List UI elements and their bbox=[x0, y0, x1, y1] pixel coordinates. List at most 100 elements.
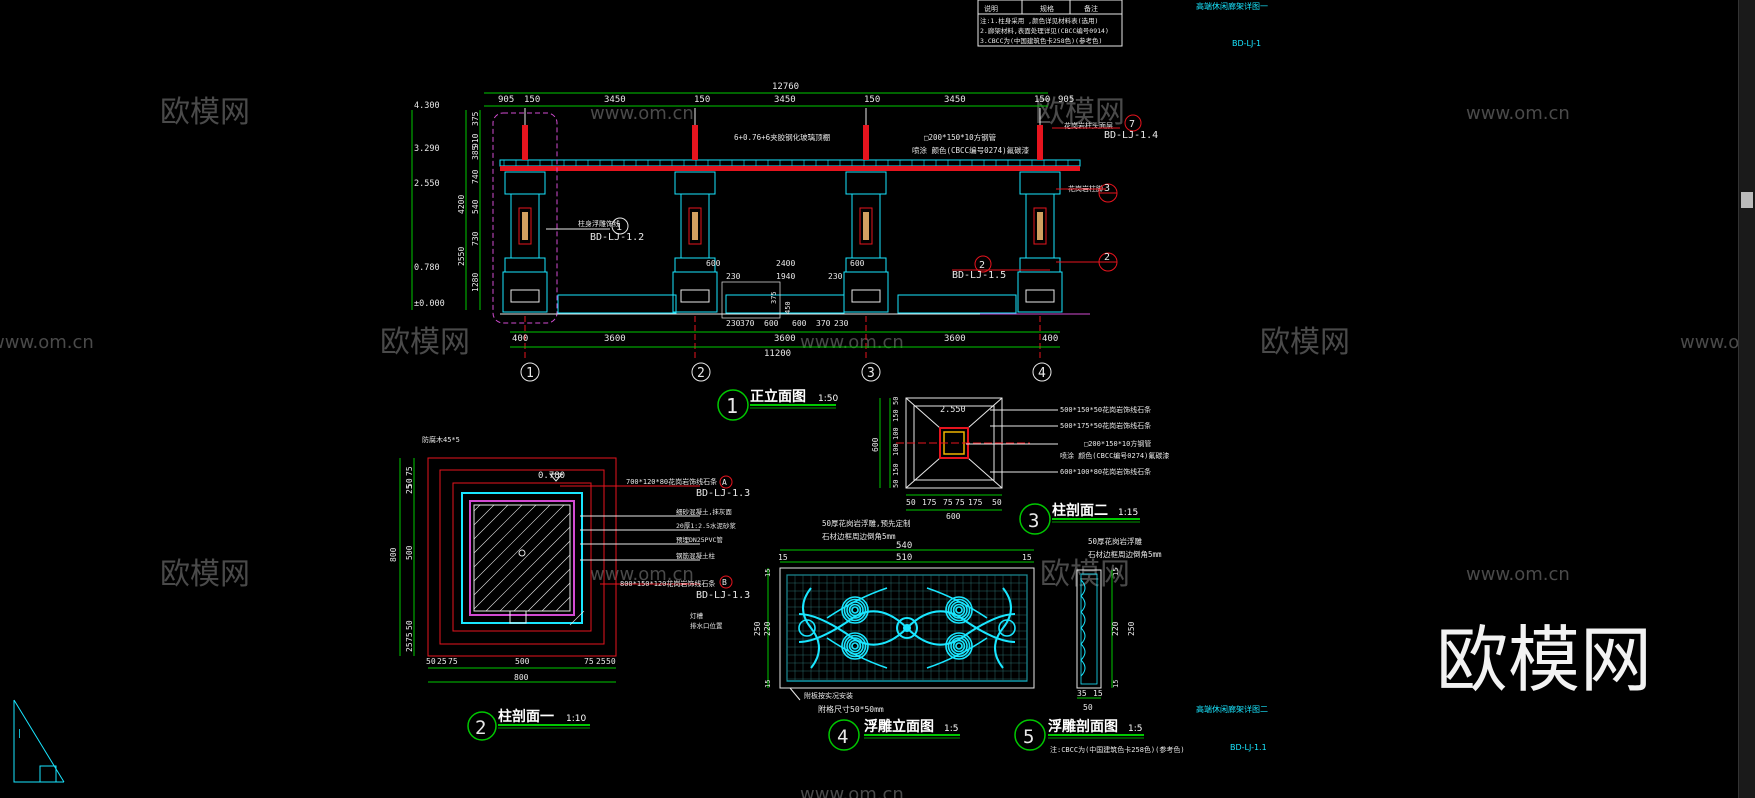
watermark-cn: 欧模网 bbox=[1260, 325, 1350, 360]
watermark-cn: 欧模网 bbox=[380, 325, 470, 360]
callout-number: B bbox=[722, 578, 727, 587]
bench bbox=[897, 294, 1017, 314]
dim-left-total: 4200 bbox=[457, 195, 466, 214]
dim-overall-bottom: 11200 bbox=[764, 349, 791, 359]
bench-dim: 230 bbox=[726, 272, 741, 281]
dim-bottom: 3600 bbox=[604, 334, 626, 344]
steel-post bbox=[1037, 125, 1043, 160]
section-cut-mark: 3 bbox=[1104, 183, 1110, 194]
bench-dim: 600 bbox=[706, 259, 721, 268]
ornament-vine bbox=[798, 613, 908, 646]
axis-bubble bbox=[691, 362, 711, 382]
dim-bottom: 50 bbox=[606, 657, 616, 666]
bench-dim: 230 bbox=[828, 272, 843, 281]
column-section-one[interactable]: 0.780 防腐木45*5 75 25 50 500 50 75 25 800 … bbox=[389, 435, 750, 741]
dim-bottom: 3600 bbox=[774, 334, 796, 344]
dim-top-inner: 510 bbox=[896, 553, 912, 563]
column-plinth bbox=[502, 271, 548, 313]
bench-dim: 1940 bbox=[776, 272, 795, 281]
dim-bottom: 50 bbox=[906, 498, 916, 507]
dim-left: 75 bbox=[405, 466, 414, 476]
view-scale: 1:5 bbox=[1128, 724, 1142, 734]
front-elevation[interactable]: 12760 905 150 3450 150 3450 150 3450 150… bbox=[411, 82, 1158, 421]
dim-top: 905 bbox=[1058, 95, 1074, 105]
column-relief bbox=[859, 207, 873, 245]
view-scale: 1:50 bbox=[818, 394, 838, 404]
relief-section[interactable]: 50厚花岗岩浮雕 石材边框周边倒角5mm 15 250 220 15 35 15… bbox=[1014, 536, 1185, 754]
dim-bottom: 25 bbox=[596, 657, 606, 666]
notes-header-col3: 备注 bbox=[1084, 4, 1098, 13]
view-number: 1 bbox=[726, 394, 738, 418]
sheet-number-bottom: BD-LJ-1.1 bbox=[1230, 743, 1267, 752]
watermark-url: www.om.cn bbox=[800, 332, 904, 353]
column bbox=[672, 108, 718, 360]
column-relief bbox=[688, 207, 702, 245]
level-mark: 0.780 bbox=[414, 263, 440, 273]
column-plinth bbox=[672, 271, 718, 313]
section-note: 600*100*80花岗岩饰线石条 bbox=[1060, 467, 1151, 476]
dim-left: 730 bbox=[471, 231, 480, 246]
general-note: 注:1.柱身采用 ,颜色详见材料表(选用) bbox=[980, 16, 1098, 25]
hatch-line bbox=[569, 610, 585, 626]
view-title: 浮雕剖面图 bbox=[1048, 718, 1118, 735]
axis-label: 3 bbox=[867, 366, 875, 381]
relief-elevation[interactable]: 540 510 15 15 50厚花岗岩浮雕,预先定制 石材边框周边倒角5mm … bbox=[753, 518, 1035, 751]
relief-note: 附板按实况安装 bbox=[804, 691, 853, 700]
ornament-leaf bbox=[926, 587, 988, 619]
dim-bottom: 400 bbox=[1042, 334, 1058, 344]
column-section-two[interactable]: 2.550 50 150 100 100 150 50 600 50 175 7… bbox=[871, 397, 1169, 535]
steel-post bbox=[692, 125, 698, 160]
dim-bottom-total: 800 bbox=[514, 673, 529, 682]
ornament-scroll bbox=[841, 632, 869, 660]
dim-bottom: 75 bbox=[943, 498, 953, 507]
dim-top: 150 bbox=[524, 95, 540, 105]
dim-bottom: 75 bbox=[584, 657, 594, 666]
dim-top: 3450 bbox=[944, 95, 966, 105]
dim-bottom: 50 bbox=[992, 498, 1002, 507]
ornament-side-rosette bbox=[998, 619, 1016, 637]
axis-label: 4 bbox=[1038, 366, 1046, 381]
sheet-number-top: BD-LJ-1 bbox=[1232, 39, 1261, 48]
dim-right: 15 bbox=[1112, 568, 1120, 576]
column-capital bbox=[674, 171, 716, 195]
column-capital bbox=[1019, 171, 1061, 195]
ucs-icon: | bbox=[13, 699, 65, 783]
section-note: 防腐木45*5 bbox=[422, 435, 460, 444]
hatch-line bbox=[527, 568, 571, 612]
relief-ornament bbox=[798, 587, 1016, 669]
callout-number: 2 bbox=[979, 260, 985, 271]
dim-bottom: 175 bbox=[968, 498, 983, 507]
ornament-center bbox=[896, 617, 918, 639]
columns bbox=[502, 108, 1063, 360]
bench bbox=[725, 294, 845, 314]
ornament-scroll bbox=[843, 634, 867, 658]
callout-ref: BD-LJ-1.2 bbox=[590, 232, 644, 243]
ornament-scroll bbox=[851, 606, 859, 614]
ornament-side-scroll bbox=[994, 587, 1012, 669]
section-note: 700*120*80花岗岩饰线石条 bbox=[626, 477, 717, 486]
view-scale: 1:10 bbox=[566, 714, 586, 724]
scroll-thumb[interactable] bbox=[1741, 192, 1753, 208]
roof-rafters bbox=[503, 160, 1069, 166]
axis-bubble bbox=[1032, 362, 1052, 382]
watermark-url: www.om.cn bbox=[1466, 564, 1570, 585]
concrete-hatch bbox=[473, 504, 585, 626]
hatch-line bbox=[473, 504, 481, 512]
svg-text:|: | bbox=[18, 729, 21, 739]
callout-ref: BD-LJ-1.4 bbox=[1104, 130, 1158, 141]
vertical-scrollbar[interactable] bbox=[1738, 0, 1755, 798]
dim-left: 375 bbox=[471, 111, 480, 126]
ornament-vine bbox=[906, 613, 1016, 646]
dim-left-total: 2550 bbox=[457, 247, 466, 266]
ornament-leaf bbox=[826, 587, 888, 619]
watermark-url: www.om.cn bbox=[590, 103, 694, 124]
sheet-title-top: 高端休闲廊架详图一 bbox=[1196, 1, 1268, 11]
dim-left: 250 bbox=[753, 621, 762, 636]
callout-ref: BD-LJ-1.3 bbox=[696, 488, 750, 499]
axis-label: 2 bbox=[697, 366, 705, 381]
view-number: 3 bbox=[1028, 510, 1039, 532]
ornament-vine bbox=[906, 610, 1016, 643]
dim-bottom: 50 bbox=[426, 657, 436, 666]
dim-bottom: 500 bbox=[515, 657, 530, 666]
